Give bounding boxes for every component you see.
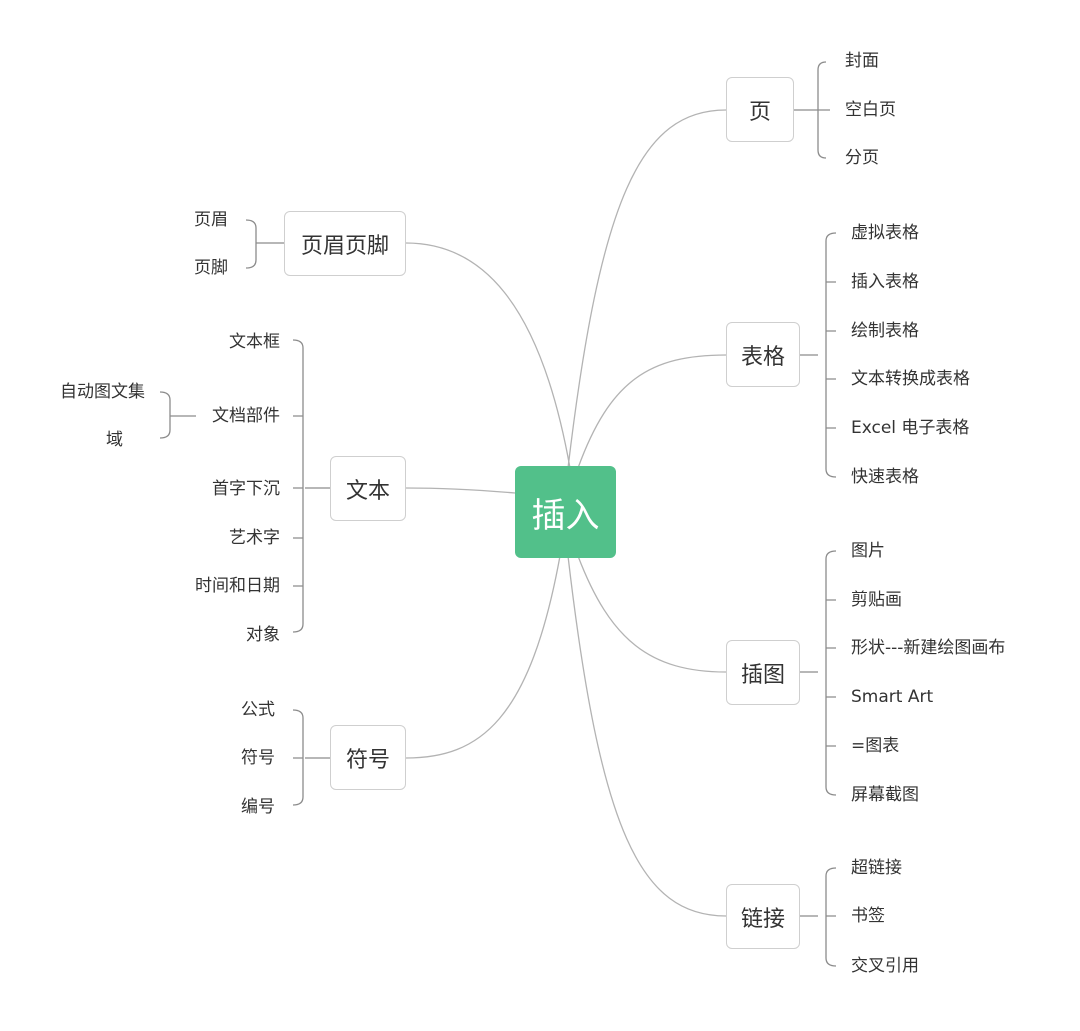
leaf-chart[interactable]: =图表 [851,736,900,756]
connector-root-symbol [405,555,561,759]
leaf-draw-table[interactable]: 绘制表格 [851,321,919,341]
topic-text[interactable]: 文本 [330,456,406,521]
leaf-screenshot[interactable]: 屏幕截图 [851,785,919,805]
topic-table[interactable]: 表格 [726,322,800,387]
leaf-page-break[interactable]: 分页 [845,148,879,168]
leaf-clip-art[interactable]: 剪贴画 [851,590,902,610]
leaf-footer[interactable]: 页脚 [194,258,228,278]
leaf-hyperlink[interactable]: 超链接 [851,858,902,878]
bracket-text [292,339,330,633]
topic-page[interactable]: 页 [726,77,794,142]
connector-root-illustration [577,555,727,673]
bracket-header-footer [245,219,284,269]
connector-root-link [567,555,727,917]
leaf-bookmark[interactable]: 书签 [851,906,885,926]
leaf-symbol[interactable]: 符号 [241,748,275,768]
leaf-doc-parts[interactable]: 文档部件 [212,406,280,426]
leaf-text-to-table[interactable]: 文本转换成表格 [851,369,970,389]
leaf-numbering[interactable]: 编号 [241,797,275,817]
topic-symbol[interactable]: 符号 [330,725,406,790]
bracket-page [794,61,830,159]
bracket-symbol [292,709,330,806]
bracket-table [800,232,837,478]
topic-header-footer[interactable]: 页眉页脚 [284,211,406,276]
leaf-auto-text[interactable]: 自动图文集 [60,382,145,402]
leaf-smart-art[interactable]: Smart Art [851,687,934,707]
leaf-drop-cap[interactable]: 首字下沉 [212,479,280,499]
topic-illustration[interactable]: 插图 [726,640,800,705]
leaf-object[interactable]: 对象 [246,625,280,645]
leaf-date-time[interactable]: 时间和日期 [195,576,280,596]
bracket-illustration [800,550,837,796]
leaf-blank-page[interactable]: 空白页 [845,100,896,120]
connector-root-table [577,354,727,469]
leaf-shapes-canvas[interactable]: 形状---新建绘图画布 [851,638,1006,658]
topic-link[interactable]: 链接 [726,884,800,949]
leaf-virtual-table[interactable]: 虚拟表格 [851,223,919,243]
root-node-insert[interactable]: 插入 [515,466,616,558]
leaf-cover[interactable]: 封面 [845,51,879,71]
bracket-link [800,867,837,967]
connector-root-header-footer [405,242,571,469]
leaf-quick-table[interactable]: 快速表格 [851,467,919,487]
leaf-header[interactable]: 页眉 [194,210,228,230]
leaf-equation[interactable]: 公式 [241,700,275,720]
connector-root-text [405,487,516,494]
leaf-cross-reference[interactable]: 交叉引用 [851,956,919,976]
leaf-excel-table[interactable]: Excel 电子表格 [851,418,970,438]
leaf-picture[interactable]: 图片 [851,541,885,561]
bracket-doc-parts [159,391,196,439]
leaf-field[interactable]: 域 [106,430,123,450]
leaf-text-box[interactable]: 文本框 [229,332,280,352]
leaf-insert-table[interactable]: 插入表格 [851,272,919,292]
connector-root-page [567,109,727,469]
leaf-word-art[interactable]: 艺术字 [229,528,280,548]
